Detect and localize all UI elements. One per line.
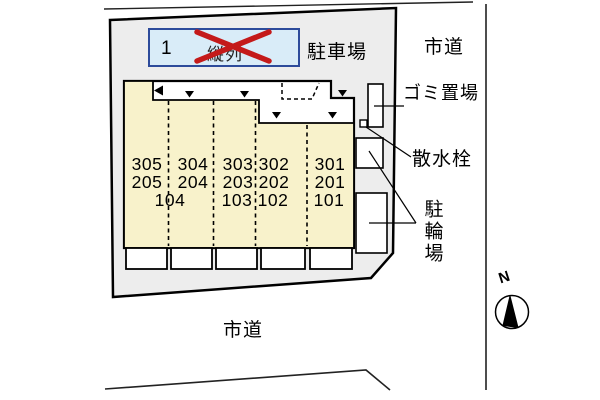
unit-number: 102 xyxy=(257,190,289,210)
parking-lot-label: 駐車場 xyxy=(307,42,368,63)
top-boundary-line xyxy=(103,1,474,10)
unit-number: 304 xyxy=(177,154,209,174)
entrance-arrow-left-icon xyxy=(154,85,163,96)
balcony xyxy=(309,247,353,270)
bottom-road-line xyxy=(104,369,391,391)
unit-number: 305 xyxy=(131,154,163,174)
unit-number: 302 xyxy=(258,154,290,174)
water-tap-square xyxy=(359,119,368,128)
parking-crossed-text: 縦列 xyxy=(207,45,243,64)
unit-number: 101 xyxy=(313,190,345,210)
unit-number: 205 xyxy=(131,172,163,192)
parking-stall-box: 1 縦列 xyxy=(148,28,300,67)
entrance-arrow-down-icon xyxy=(328,112,337,119)
bicycle-parking-label: 駐輪場 xyxy=(421,199,443,265)
balcony xyxy=(170,247,213,270)
balcony xyxy=(215,247,258,270)
entrance-arrow-down-icon xyxy=(185,91,194,98)
water-tap-label: 散水栓 xyxy=(412,149,473,170)
stairs-dashed-outline xyxy=(281,82,320,100)
unit-number: 104 xyxy=(154,190,186,210)
compass-needle-icon xyxy=(502,295,519,329)
unit-number: 204 xyxy=(177,172,209,192)
water-tap-leader-line xyxy=(365,126,412,158)
unit-number: 201 xyxy=(314,172,346,192)
entrance-arrow-down-icon xyxy=(272,112,281,119)
bicycle-leader-line xyxy=(368,150,417,224)
entrance-arrow-down-icon xyxy=(338,90,347,97)
parking-stall-number: 1 xyxy=(161,38,172,59)
unit-number: 203 xyxy=(222,172,254,192)
balcony xyxy=(260,247,306,270)
unit-number: 301 xyxy=(314,154,346,174)
bicycle-parking-rect-upper xyxy=(355,137,384,169)
road-right-label: 市道 xyxy=(424,37,465,58)
unit-number: 202 xyxy=(258,172,290,192)
entrance-arrow-down-icon xyxy=(240,91,249,98)
unit-number: 103 xyxy=(221,190,253,210)
unit-number: 303 xyxy=(222,154,254,174)
garbage-area-label: ゴミ置場 xyxy=(403,83,479,103)
road-bottom-label: 市道 xyxy=(223,320,264,341)
balcony xyxy=(125,247,168,270)
